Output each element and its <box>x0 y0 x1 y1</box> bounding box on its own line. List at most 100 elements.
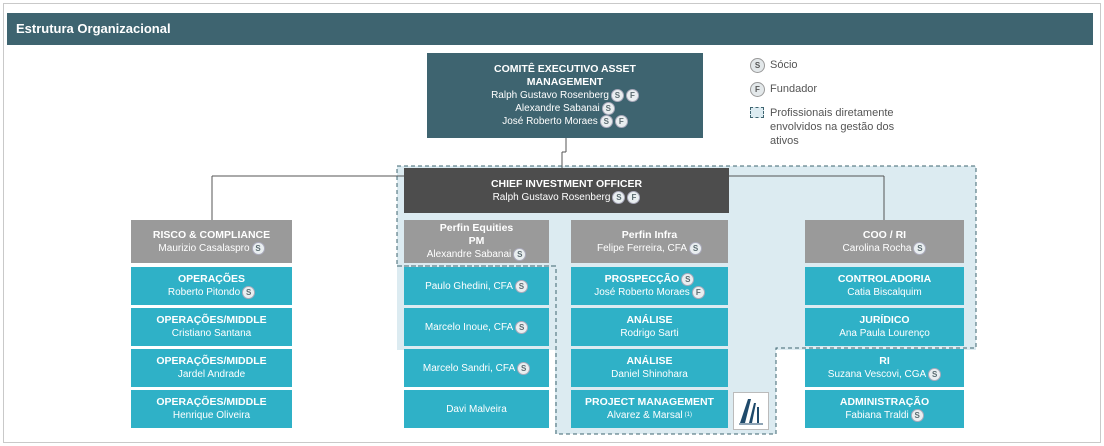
legend-prof-line1: Profissionais diretamente <box>770 107 894 119</box>
committee-title-line2: MANAGEMENT <box>526 76 604 88</box>
box-title: ANÁLISE <box>626 314 673 326</box>
socio-icon: S <box>928 368 942 381</box>
box-name: Davi Malveira <box>446 403 507 415</box>
box-title: OPERAÇÕES/MIDDLE <box>156 396 267 408</box>
box-name: Alvarez & Marsal <box>607 410 683 421</box>
box-name: Ana Paula Lourenço <box>839 328 930 339</box>
socio-icon: S <box>242 286 256 299</box>
analyst-box: Marcelo Inoue, CFA S <box>404 308 549 346</box>
coo-box: COO / RI Carolina Rocha S <box>805 220 964 263</box>
box-name-row: Suzana Vescovi, CGA S <box>827 368 942 381</box>
box-title: ADMINISTRAÇÃO <box>839 396 930 408</box>
committee-box: COMITÊ EXECUTIVO ASSET MANAGEMENT Ralph … <box>427 53 703 138</box>
box-title: OPERAÇÕES/MIDDLE <box>156 355 267 367</box>
alvarez-marsal-logo <box>733 392 769 430</box>
socio-icon: S <box>517 361 531 375</box>
box-name: Jardel Andrade <box>177 369 246 380</box>
ops-middle-box: OPERAÇÕES/MIDDLE Jardel Andrade <box>131 349 292 387</box>
box-name: Paulo Ghedini, CFA <box>425 280 513 292</box>
infra-title: Perfin Infra <box>621 228 678 241</box>
box-name-row: Marcelo Sandri, CFA S <box>422 361 531 375</box>
footnote-marker: (1) <box>684 412 692 418</box>
box-title: CONTROLADORIA <box>837 273 932 285</box>
box-name: Marcelo Inoue, CFA <box>424 321 514 333</box>
committee-member-row: Ralph Gustavo Rosenberg S F <box>491 89 639 102</box>
committee-member-row: Alexandre Sabanai S <box>515 102 615 115</box>
box-name: Cristiano Santana <box>171 328 252 339</box>
committee-member-row: José Roberto Moraes S F <box>502 115 628 128</box>
cio-title: CHIEF INVESTMENT OFFICER <box>490 177 643 190</box>
risco-title: RISCO & COMPLIANCE <box>152 228 271 241</box>
box-title: OPERAÇÕES <box>177 273 246 285</box>
socio-icon: S <box>913 241 927 255</box>
box-title: OPERAÇÕES/MIDDLE <box>156 314 267 326</box>
box-name-row: Fabiana Traldi S <box>845 409 924 422</box>
risco-name: Maurizio Casalaspro <box>158 242 250 254</box>
box-title: PROSPECÇÃO <box>604 273 680 285</box>
box-title: RI <box>879 355 890 367</box>
fundador-icon: F <box>750 82 765 97</box>
legend-fundador-label: Fundador <box>770 83 818 95</box>
legend-socio: S Sócio <box>750 58 950 74</box>
coo-name-row: Carolina Rocha S <box>843 241 927 255</box>
prospeccao-box: PROSPECÇÃO S José Roberto Moraes F <box>571 267 728 305</box>
socio-icon: S <box>910 409 924 422</box>
ops-middle-box: OPERAÇÕES/MIDDLE Henrique Oliveira <box>131 390 292 428</box>
legend-prof-line3: ativos <box>770 135 799 147</box>
analise-box: ANÁLISE Daniel Shinohara <box>571 349 728 387</box>
coo-title: COO / RI <box>862 228 907 241</box>
infra-box: Perfin Infra Felipe Ferreira, CFA S <box>571 220 728 263</box>
cio-box: CHIEF INVESTMENT OFFICER Ralph Gustavo R… <box>404 168 729 213</box>
legend-socio-label: Sócio <box>770 59 798 71</box>
box-name-row: José Roberto Moraes F <box>594 286 705 299</box>
box-name: Catia Biscalquim <box>847 287 922 298</box>
analyst-box: Marcelo Sandri, CFA S <box>404 349 549 387</box>
box-title-row: PROSPECÇÃO S <box>605 273 695 286</box>
fundador-icon: F <box>691 286 705 299</box>
legend-prof-line2: envolvidos na gestão dos <box>770 121 895 133</box>
equities-name-row: Alexandre Sabanai S <box>427 248 527 261</box>
committee-member: Ralph Gustavo Rosenberg <box>491 90 609 101</box>
box-name: Daniel Shinohara <box>611 369 688 380</box>
box-title: ANÁLISE <box>626 355 673 367</box>
socio-icon: S <box>515 320 529 334</box>
box-name: Marcelo Sandri, CFA <box>422 362 516 374</box>
dashed-box-icon <box>750 107 764 118</box>
ops-box: OPERAÇÕES Roberto Pitondo S <box>131 267 292 305</box>
box-name-row: Alvarez & Marsal(1) <box>607 409 692 422</box>
socio-icon: S <box>612 190 626 204</box>
box-name: José Roberto Moraes <box>594 287 690 298</box>
box-name: Suzana Vescovi, CGA <box>827 369 927 380</box>
legend-fundador: F Fundador <box>750 82 950 98</box>
box-name: Henrique Oliveira <box>172 410 251 421</box>
ri-box: RI Suzana Vescovi, CGA S <box>805 349 964 387</box>
equities-title-line1: Perfin Equities <box>439 222 514 234</box>
committee-member: José Roberto Moraes <box>502 116 598 127</box>
fundador-icon: F <box>625 89 639 102</box>
project-management-box: PROJECT MANAGEMENT Alvarez & Marsal(1) <box>571 390 728 428</box>
administracao-box: ADMINISTRAÇÃO Fabiana Traldi S <box>805 390 964 428</box>
committee-title-line1: COMITÊ EXECUTIVO ASSET <box>494 63 636 75</box>
box-name-row: Roberto Pitondo S <box>167 286 256 299</box>
infra-name-row: Felipe Ferreira, CFA S <box>596 241 703 255</box>
cio-name: Ralph Gustavo Rosenberg <box>492 191 611 203</box>
analyst-box: Paulo Ghedini, CFA S <box>404 267 549 305</box>
box-name: Roberto Pitondo <box>167 287 241 298</box>
fundador-icon: F <box>614 115 628 128</box>
box-name: Fabiana Traldi <box>845 410 909 421</box>
box-title: JURÍDICO <box>859 314 910 326</box>
committee-member: Alexandre Sabanai <box>515 103 600 114</box>
fundador-icon: F <box>627 190 641 204</box>
legend-profissionais: Profissionais diretamente envolvidos na … <box>750 106 950 150</box>
section-header: Estrutura Organizacional <box>7 13 1093 45</box>
analyst-box: Davi Malveira <box>404 390 549 428</box>
socio-icon: S <box>513 248 527 261</box>
infra-name: Felipe Ferreira, CFA <box>596 242 688 254</box>
cio-name-row: Ralph Gustavo Rosenberg S F <box>492 190 641 204</box>
equities-title-line2: PM <box>468 235 485 247</box>
page-title: Estrutura Organizacional <box>16 21 171 36</box>
box-name: Rodrigo Sarti <box>620 328 679 339</box>
socio-icon: S <box>681 273 695 286</box>
risco-name-row: Maurizio Casalaspro S <box>158 241 265 255</box>
socio-icon: S <box>251 241 265 255</box>
